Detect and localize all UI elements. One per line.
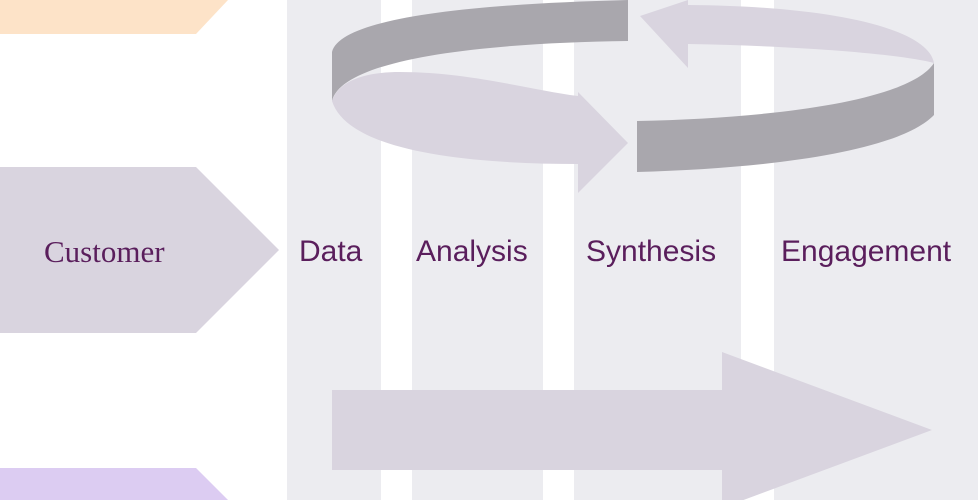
chevron-customer [0, 167, 279, 333]
stage-label-synthesis: Synthesis [586, 235, 717, 268]
cycle-arrow-dark-bottom [637, 63, 934, 172]
cycle-arrow-light-front [332, 72, 628, 193]
stage-label-engagement: Engagement [781, 235, 952, 268]
stage-label-analysis: Analysis [416, 235, 528, 268]
cycle-arrow-light-back [640, 0, 934, 68]
cycle-arrow-dark-top [332, 0, 628, 101]
chevron-bottom [0, 468, 228, 500]
chevron-top [0, 0, 228, 34]
forward-arrow [332, 352, 932, 500]
customer-label: Customer [44, 234, 165, 269]
stage-label-data: Data [299, 235, 363, 268]
